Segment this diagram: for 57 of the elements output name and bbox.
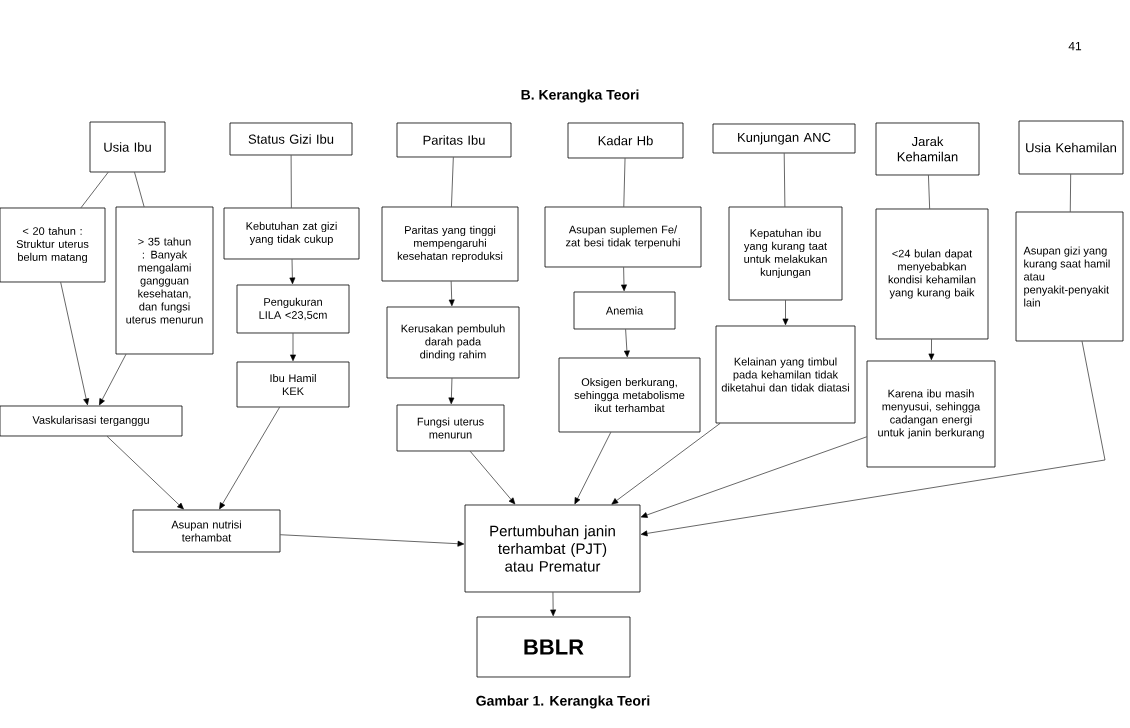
title: B. Kerangka Teori: [521, 89, 639, 103]
result-box: BBLR: [476, 616, 631, 678]
arrow: [290, 333, 296, 362]
arrow: [470, 451, 516, 505]
arrow: [219, 407, 280, 510]
cause-box: > 35 tahun : Banyak mengalami gangguan kesehatan, dan fungsi uterus menurun: [115, 206, 214, 355]
cause-box: Vaskularisasi terganggu: [0, 405, 183, 437]
cause-box: Asupan suplemen Fe/ zat besi tidak terpenuhi: [544, 206, 702, 268]
caption: Gambar 1. Kerangka Teori: [476, 695, 650, 709]
connector-line: [451, 157, 454, 207]
factor-box: Kunjungan ANC: [712, 123, 856, 154]
connector-line: [783, 153, 786, 207]
cause-box: Karena ibu masih menyusui, sehingga cadangan energi untuk janin berkurang: [866, 360, 996, 468]
arrow: [574, 432, 612, 505]
cause-box: < 20 tahun : Struktur uterus belum matang: [0, 207, 106, 283]
connector-line: [928, 175, 930, 209]
connector-line: [1069, 174, 1071, 212]
cause-box: Kebutuhan zat gizi yang tidak cukup: [223, 207, 360, 260]
connector-line: [623, 158, 626, 207]
arrow: [624, 329, 630, 358]
cause-box: Anemia: [573, 291, 676, 330]
cause-box: Asupan nutrisi terhambat: [132, 509, 281, 553]
page-number: 41: [1068, 41, 1082, 51]
arrow: [928, 339, 935, 361]
cause-box: Paritas yang tinggi mempengaruhi kesehatan reproduksi: [381, 206, 519, 282]
arrow: [106, 436, 184, 510]
connector-line: [80, 172, 109, 208]
connector-line: [290, 155, 292, 208]
cause-box: Pengukuran LILA <23,5cm: [236, 284, 350, 334]
cause-box: Oksigen berkurang, sehingga metabolisme ikut terhambat: [558, 357, 701, 433]
arrow: [448, 281, 455, 307]
cause-box: Kerusakan pembuluh darah pada dinding rahim: [386, 306, 520, 379]
arrow: [550, 592, 557, 617]
arrow: [60, 282, 90, 406]
arrow: [640, 436, 867, 518]
cause-box: Asupan gizi yang kurang saat hamil atau penyakit-penyakit lain: [1015, 211, 1124, 342]
cause-box: Ibu Hamil KEK: [236, 361, 350, 408]
arrow: [280, 534, 465, 547]
arrow: [289, 259, 296, 285]
factor-box: Paritas Ibu: [396, 122, 512, 158]
outcome-box: Pertumbuhan janin terhambat (PJT) atau Prematur: [464, 504, 641, 593]
factor-box: Jarak Kehamilan: [875, 122, 980, 176]
cause-box: Kelainan yang timbul pada kehamilan tidak diketahui dan tidak diatasi: [715, 325, 856, 424]
connector-line: [134, 172, 145, 207]
arrow: [640, 341, 1106, 537]
arrow: [621, 267, 627, 292]
arrow: [99, 354, 127, 406]
factor-box: Usia Kehamilan: [1018, 120, 1124, 175]
arrow: [448, 378, 455, 405]
arrow: [611, 423, 721, 505]
factor-box: Kadar Hb: [567, 122, 684, 159]
cause-box: <24 bulan dapat menyebabkan kondisi kehamilan yang kurang baik: [875, 208, 989, 340]
arrow: [782, 300, 789, 326]
factor-box: Status Gizi Ibu: [229, 122, 353, 156]
cause-box: Fungsi uterus menurun: [396, 404, 505, 452]
factor-box: Usia Ibu: [89, 121, 166, 173]
cause-box: Kepatuhan ibu yang kurang taat untuk melakukan kunjungan: [728, 206, 843, 301]
